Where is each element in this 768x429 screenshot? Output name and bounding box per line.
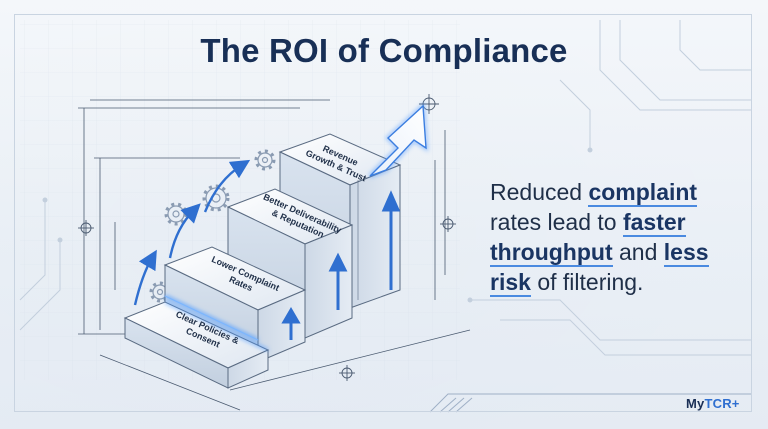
logo-my: My xyxy=(686,396,705,411)
highlight-complaint: complaint xyxy=(588,179,698,207)
highlight-less: less xyxy=(663,239,709,267)
big-up-arrow-icon xyxy=(368,101,429,178)
highlight-faster: faster xyxy=(622,209,686,237)
callout-text: Reduced complaint rates lead to faster t… xyxy=(490,177,740,297)
callout-text-part: rates lead to xyxy=(490,209,623,235)
mytcr-logo: MyTCR+ xyxy=(686,396,740,411)
callout-text-part: of filtering. xyxy=(530,269,644,295)
circuit-lines xyxy=(19,20,752,356)
slide-title: The ROI of Compliance xyxy=(200,32,568,69)
highlight-risk: risk xyxy=(490,269,531,297)
logo-tcr: TCR+ xyxy=(704,396,740,411)
step-1-block xyxy=(123,301,270,389)
callout-text-part: and xyxy=(612,239,664,265)
dimension-lines xyxy=(78,99,471,411)
crosshair-icon xyxy=(78,94,456,381)
up-arrow-icon xyxy=(133,159,251,306)
riser-arrow-icon xyxy=(281,190,401,340)
callout-text-part: Reduced xyxy=(490,179,589,205)
highlight-throughput: throughput xyxy=(490,239,613,267)
